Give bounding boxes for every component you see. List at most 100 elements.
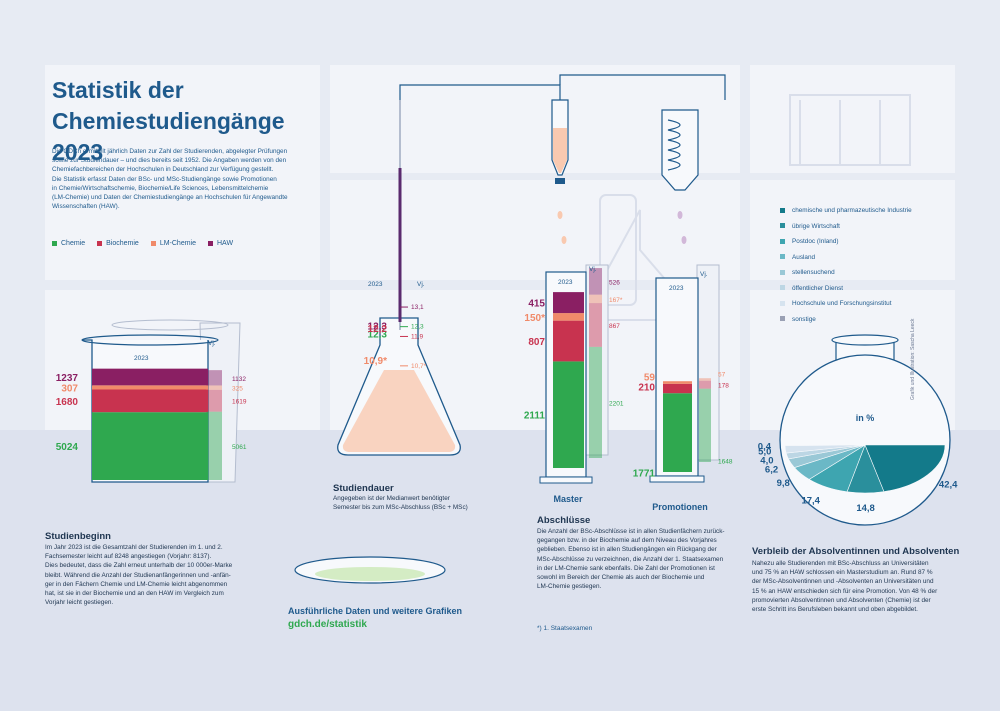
abschluesse-heading: Abschlüsse — [537, 515, 591, 526]
master-bar-vj-seg-2 — [589, 294, 602, 304]
master-title: Master — [553, 494, 583, 504]
prom-value-vj: 1648 — [718, 458, 733, 465]
prom-value-vj: 178 — [718, 383, 729, 390]
studienbeginn-bar-2023-seg-3 — [92, 368, 208, 386]
dauer-label-vj: 11,9 — [411, 333, 424, 340]
studienbeginn-bar-vj-seg-1 — [206, 389, 222, 412]
promotionen-title: Promotionen — [652, 502, 708, 512]
dauer-label-vj: 12,3 — [411, 324, 424, 331]
pie-legend-swatch — [780, 238, 785, 244]
master-tick-2023: 2023 — [558, 279, 573, 286]
master-bar-2023-seg-0 — [553, 361, 584, 468]
master-bar-2023-seg-3 — [553, 292, 584, 314]
promotionen-bar-2023-seg-1 — [663, 383, 692, 394]
master-bar-2023-seg-1 — [553, 320, 584, 362]
legend-swatch — [208, 240, 213, 246]
master-value-2023: 807 — [528, 337, 545, 348]
master-value-vj: 2201 — [609, 400, 624, 407]
legend-item-biochemie: Biochemie — [97, 240, 139, 247]
master-value-vj: 167* — [609, 297, 623, 304]
master-bar-vj-seg-1 — [589, 303, 602, 347]
legend-item-chemie: Chemie — [52, 240, 85, 247]
pie-value-label: 5,0 — [758, 447, 771, 458]
pie-legend-swatch — [780, 223, 785, 229]
pie-legend-label: Postdoc (Inland) — [792, 238, 839, 245]
studiendauer-heading: Studiendauer — [333, 483, 394, 494]
master-value-2023: 150* — [524, 313, 545, 324]
pie-legend-swatch — [780, 300, 785, 306]
master-value-2023: 415 — [528, 299, 545, 310]
pie-legend-item: Postdoc (Inland) — [780, 238, 912, 245]
pie-value-label: 42,4 — [939, 479, 958, 490]
more-data-title: Ausführliche Daten und weitere Grafiken — [288, 606, 463, 616]
page-title: Statistik der Chemiestudiengänge 2023 — [52, 77, 285, 165]
master-bar-2023-seg-2 — [553, 313, 584, 321]
value-label-vj: 1619 — [232, 399, 247, 406]
studienbeginn-bar-2023-seg-1 — [92, 389, 208, 413]
master-bar-vj-seg-3 — [589, 268, 602, 295]
tick-label-vj: Vj. — [208, 340, 216, 347]
dauer-label-2023: 12,2 — [368, 324, 388, 335]
pie-legend-item: sonstige — [780, 316, 912, 323]
intro-text: Die GDCh ermittelt jährlich Daten zur Za… — [52, 148, 288, 211]
value-label-2023: 307 — [61, 383, 78, 394]
bg-tile — [45, 65, 320, 280]
prom-tick-2023: 2023 — [669, 285, 684, 292]
more-data-link[interactable]: gdch.de/statistik — [288, 619, 367, 630]
pie-value-label: 6,2 — [765, 465, 778, 476]
dauer-label-2023: 12,3 — [368, 322, 388, 333]
master-bar-vj-seg-0 — [589, 346, 602, 458]
pie-legend-item: Hochschule und Forschungsinstitut — [780, 300, 912, 307]
master-value-2023: 2111 — [524, 411, 546, 422]
legend-item-haw: HAW — [208, 240, 233, 247]
value-label-vj: 325 — [232, 386, 243, 393]
pie-legend-swatch — [780, 316, 785, 322]
master-value-vj: 867 — [609, 323, 620, 330]
pie-legend-item: chemische und pharmazeutische Industrie — [780, 207, 912, 214]
pie-legend-label: chemische und pharmazeutische Industrie — [792, 207, 912, 214]
prom-tick-vj: Vj. — [700, 271, 708, 278]
bg-tile — [750, 65, 955, 173]
pie-slice — [784, 444, 866, 446]
dauer-label-2023: 10,9* — [364, 356, 387, 367]
value-label-vj: 5061 — [232, 444, 247, 451]
studienbeginn-bar-vj-seg-2 — [206, 385, 222, 390]
pie-legend-label: stellensuchend — [792, 269, 835, 276]
legend-swatch — [97, 240, 103, 246]
dauer-label-vj: 13,1 — [411, 304, 424, 311]
footnote: *) 1. Staatsexamen — [537, 625, 593, 632]
legend-swatch — [150, 240, 156, 246]
legend: Chemie Biochemie LM-Chemie HAW — [52, 240, 233, 247]
studiendauer-text: Angegeben ist der Medianwert benötigter … — [333, 495, 468, 512]
dauer-label-2023: 12,3 — [368, 330, 388, 341]
pie-unit-label: in % — [856, 413, 875, 423]
pie-legend-swatch — [780, 269, 785, 275]
promotionen-bar-2023-seg-2 — [663, 381, 692, 384]
value-label-2023: 1237 — [56, 373, 79, 384]
pie-slice — [864, 444, 946, 492]
dauer-tick-2023: 2023 — [368, 281, 383, 288]
legend-swatch — [52, 240, 57, 246]
master-value-vj: 526 — [609, 279, 620, 286]
prom-value-2023: 1771 — [633, 469, 656, 480]
pie-legend-swatch — [780, 207, 785, 213]
dauer-tick-vj: Vj. — [417, 281, 425, 288]
pie-legend-item: stellensuchend — [780, 269, 912, 276]
studienbeginn-bar-2023-seg-2 — [92, 385, 208, 390]
pie-legend-item: Ausland — [780, 254, 912, 261]
promotionen-bar-vj-seg-0 — [699, 388, 711, 462]
pie-legend-swatch — [780, 254, 785, 260]
pie-value-label: 9,8 — [777, 478, 790, 489]
studienbeginn-heading: Studienbeginn — [45, 531, 111, 542]
flask-studiendauer — [337, 74, 726, 456]
prom-value-2023: 210 — [638, 383, 655, 394]
verbleib-text: Nahezu alle Studierenden mit BSc-Abschlu… — [752, 560, 938, 614]
condenser — [661, 109, 699, 244]
pie-value-label: 14,8 — [856, 503, 875, 514]
pie-value-label: 0,4 — [758, 441, 772, 452]
tick-label-2023: 2023 — [134, 355, 149, 362]
bg-tile — [750, 180, 955, 280]
bg-tile — [330, 180, 740, 280]
